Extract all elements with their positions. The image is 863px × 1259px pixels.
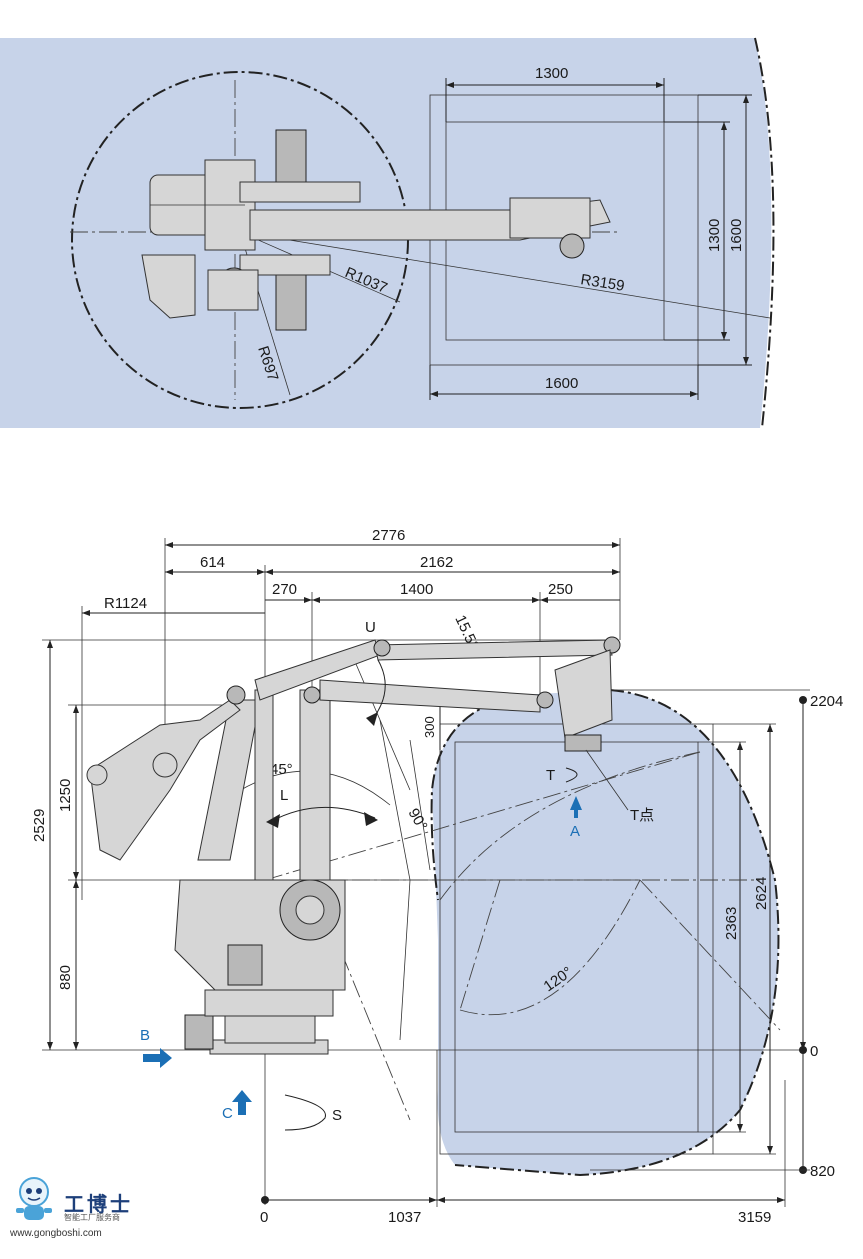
axis-label-u: U: [365, 619, 376, 636]
dim-2624: 2624: [753, 877, 770, 910]
view-label-b: B: [140, 1027, 150, 1044]
logo-brand: 工博士: [64, 1192, 133, 1216]
t-point-label: T点: [630, 807, 654, 824]
top-dim-1600-v: 1600: [728, 219, 745, 252]
view-arrow-a: A: [570, 796, 582, 840]
top-view-outer-reach-arc: [754, 37, 775, 429]
dim-2363: 2363: [723, 907, 740, 940]
radius-r1124: R1124: [104, 595, 147, 612]
dim-614: 614: [200, 554, 225, 571]
side-view-reach-boundary: [454, 689, 780, 1177]
side-view: 2776 614 2162 270 1400 250 R1124 2529: [31, 527, 843, 1226]
view-label-c: C: [222, 1105, 233, 1122]
logo-url: www.gongboshi.com: [10, 1228, 102, 1239]
axis-label-t: T: [546, 767, 555, 784]
right-label-2204: 2204: [810, 693, 843, 710]
dim-270: 270: [272, 581, 297, 598]
right-label-820: 820: [810, 1163, 835, 1180]
top-dim-1600-h: 1600: [545, 375, 578, 392]
dim-1250: 1250: [57, 779, 74, 812]
side-view-reach-zone: [432, 690, 779, 1175]
robot-mascot-icon: [16, 1177, 52, 1220]
watermark-logo: 工博士 智能工厂服务商 www.gongboshi.com: [8, 1170, 143, 1242]
right-label-0: 0: [810, 1043, 818, 1060]
top-radius-r3159: R3159: [579, 271, 625, 295]
bottom-label-0: 0: [260, 1209, 268, 1226]
dim-880: 880: [57, 965, 74, 990]
dim-300: 300: [422, 716, 437, 738]
dim-2529: 2529: [31, 809, 48, 842]
top-dim-1300-h: 1300: [535, 65, 568, 82]
angle-45: 45°: [270, 761, 293, 778]
dim-2162: 2162: [420, 554, 453, 571]
dim-1400: 1400: [400, 581, 433, 598]
dim-2776: 2776: [372, 527, 405, 544]
top-view-robot: [141, 129, 611, 331]
angle-90: 90°: [405, 806, 431, 834]
view-arrow-b: B: [140, 1027, 172, 1068]
bottom-label-1037: 1037: [388, 1209, 421, 1226]
bottom-label-3159: 3159: [738, 1209, 771, 1226]
view-label-a: A: [570, 823, 580, 840]
side-view-robot: [86, 636, 621, 1055]
top-view: 1300 1600 1300 1600 R3159 R1037 R697: [0, 37, 775, 429]
axis-label-s: S: [332, 1107, 342, 1124]
dim-250: 250: [548, 581, 573, 598]
view-arrow-c: C: [222, 1090, 252, 1122]
logo-tagline: 智能工厂服务商: [64, 1213, 120, 1222]
top-dim-1300-v: 1300: [706, 219, 723, 252]
axis-label-l: L: [280, 787, 288, 804]
